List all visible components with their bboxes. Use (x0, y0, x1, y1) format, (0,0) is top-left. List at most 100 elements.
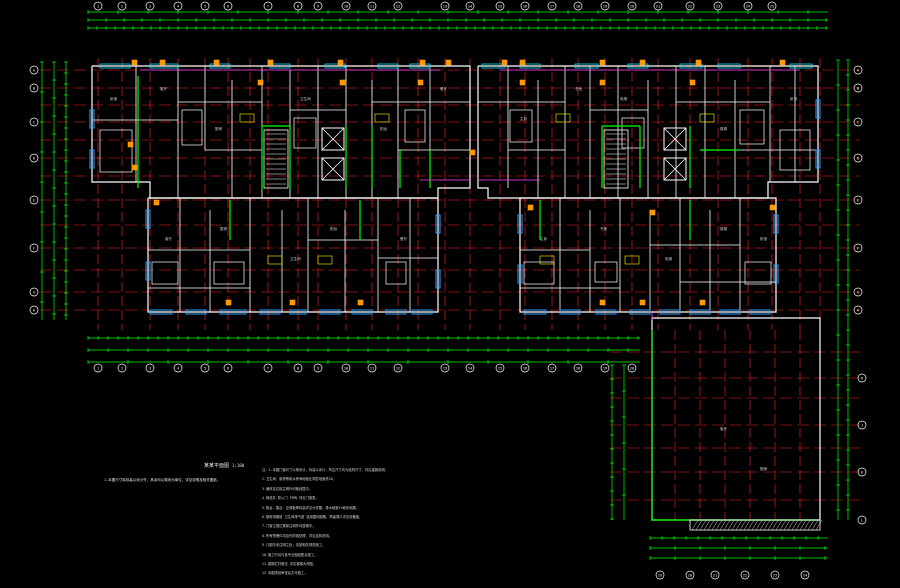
axis-bubble-label: 11 (370, 5, 374, 9)
note-line: 4.管道井 防火门 FM丙 详见门窗表。 (262, 496, 319, 501)
room-partitions (92, 66, 820, 521)
note-line: 2.卫生间、厨房等用水房间地面比同层地面低20。 (262, 477, 336, 482)
axis-bubble-bottom (173, 363, 183, 373)
hatch-line (799, 519, 807, 531)
axis-bubble-label: D (33, 157, 35, 161)
window-bottom (411, 309, 433, 315)
building-outline (147, 197, 439, 313)
column (501, 59, 508, 66)
hatch-line (703, 519, 711, 531)
column (699, 299, 706, 306)
axis-bubble-label: 2 (121, 367, 123, 371)
window-bottom (523, 309, 547, 315)
axis-bubble-label: C (33, 121, 35, 125)
window-bottom (259, 309, 281, 315)
building-outline (519, 197, 777, 313)
room-box (213, 261, 245, 285)
hatch-line (707, 519, 715, 531)
window-top (717, 63, 741, 69)
axis-bubble-bottom (600, 363, 610, 373)
axis-bubble-bottom (263, 363, 273, 373)
column (357, 299, 364, 306)
axis-bubble-bottom (200, 363, 210, 373)
room-label: 客厅 (720, 426, 728, 431)
hatch-line (755, 519, 763, 531)
axis-bubble-label: K (861, 471, 864, 475)
drawing-title: 某某平面图 (204, 463, 230, 469)
axis-bubble-label: 22 (688, 5, 692, 9)
axis-bubble-side (857, 420, 867, 430)
column (153, 199, 160, 206)
axis-bubble-label: 18 (576, 5, 580, 9)
room-box (99, 129, 133, 173)
room-label: 卫生间 (290, 256, 301, 261)
axis-bubble-bottom (685, 570, 695, 580)
axis-bubble-label: 17 (550, 5, 554, 9)
column (599, 299, 606, 306)
axis-bubble-top (627, 1, 637, 11)
axis-bubble-label: 16 (523, 5, 527, 9)
hatch-line (727, 519, 735, 531)
axis-bubble-label: E (33, 199, 35, 203)
column (131, 164, 138, 171)
hatch-line (775, 519, 783, 531)
axis-bubble-top (653, 1, 663, 11)
axis-bubble-bottom (93, 363, 103, 373)
window-bottom (219, 309, 247, 315)
hatch-line (787, 519, 795, 531)
axis-bubble-label: 19 (603, 5, 607, 9)
window-bottom (659, 309, 681, 315)
hatch-line (695, 519, 703, 531)
axis-bubble-side (853, 65, 863, 75)
window-top (679, 63, 703, 69)
room-label: 楼梯 (720, 126, 728, 131)
axis-bubble-side (29, 117, 39, 127)
axis-bubble-label: 23 (716, 5, 720, 9)
axis-bubble-bottom (440, 363, 450, 373)
axis-bubble-label: 4 (177, 367, 179, 371)
axis-bubble-side (29, 243, 39, 253)
window-side (145, 261, 151, 281)
column (695, 59, 702, 66)
axis-bubble-bottom (520, 363, 530, 373)
column (213, 59, 220, 66)
axis-bubble-label: 7 (267, 5, 269, 9)
label-tag (699, 113, 715, 123)
hatch-line (771, 519, 779, 531)
axis-bubble-label: 15 (498, 5, 502, 9)
window-bottom (351, 309, 373, 315)
room-label: 厨房 (760, 466, 768, 471)
column (417, 79, 424, 86)
window-bottom (319, 309, 341, 315)
hatch-line (751, 519, 759, 531)
axis-bubble-label: 23 (773, 574, 777, 578)
note-line: 7.门窗立樘位置除注明外均居墙中。 (262, 524, 316, 529)
axis-bubble-label: H (861, 377, 863, 381)
note-line: 注：1.本图门窗尺寸以毫米计，标高以米计，所注尺寸均为结构尺寸，详见建施说明。 (262, 468, 388, 472)
window-side (89, 149, 95, 169)
axis-bubble-bottom (223, 363, 233, 373)
axis-bubble-top (293, 1, 303, 11)
note-line: 6.厨房排烟道 卫生间排气道 选用国标图集，预留洞口详见设备图。 (262, 515, 363, 520)
hatch-line (803, 519, 811, 531)
window-top (209, 63, 231, 69)
axis-bubble-label: 5 (204, 5, 206, 9)
axis-bubble-label: 25 (770, 5, 774, 9)
elevator-cross (663, 127, 687, 151)
axis-bubble-top (440, 1, 450, 11)
axis-bubble-bottom (710, 570, 720, 580)
note-line: 5.阳台、露台、空调板等标高详见大样图，排水坡度1%坡向地漏。 (262, 505, 359, 510)
window-bottom (559, 309, 581, 315)
room-box (594, 261, 618, 283)
axis-bubble-bottom (465, 363, 475, 373)
axis-bubble-label: 14 (468, 367, 472, 371)
axis-bubble-bottom (800, 570, 810, 580)
column (527, 204, 534, 211)
axis-bubble-label: 4 (177, 5, 179, 9)
axis-bubble-bottom (341, 363, 351, 373)
axis-bubble-top (520, 1, 530, 11)
window-bottom (749, 309, 771, 315)
window-top (574, 63, 599, 69)
axis-bubble-top (341, 1, 351, 11)
